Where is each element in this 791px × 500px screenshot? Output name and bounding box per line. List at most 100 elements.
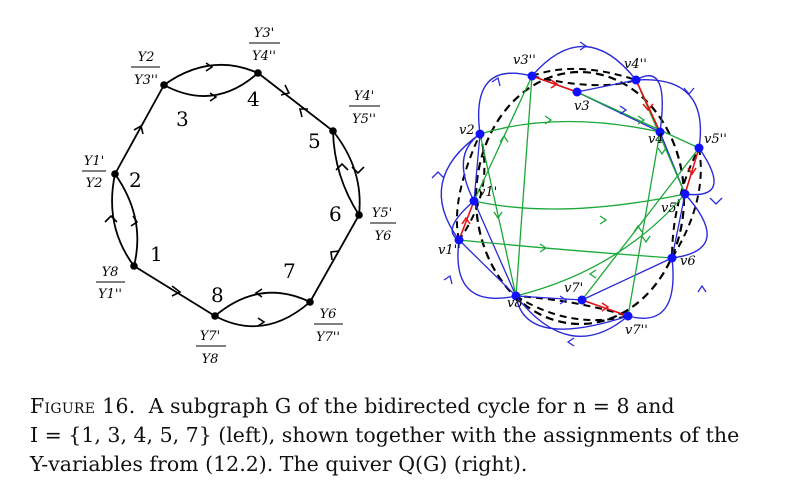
- edge-5-6-straight: [309, 214, 360, 303]
- left-graph: 1 2 3 4 5 6 7 8 Y8 Y1'' Y1' Y2 Y2: [82, 26, 396, 367]
- green-tick-6: [633, 224, 643, 233]
- vertex-4: [254, 69, 262, 77]
- quiver-label-v8: v8: [507, 296, 523, 311]
- green-tick-9: [599, 215, 608, 225]
- quiver-label-v1pp: v1'': [438, 243, 461, 258]
- dashed-loop-top: [531, 67, 640, 87]
- caption-text-1: A subgraph G of the bidirected cycle for…: [148, 394, 675, 418]
- green-tick-5: [657, 147, 667, 156]
- quiver-vertex-v3: [572, 87, 582, 97]
- fraction-v8: Y7' Y8: [196, 329, 226, 367]
- svg-text:Y6: Y6: [320, 307, 337, 322]
- vertex-number-5: 5: [308, 129, 321, 153]
- arrow-6-7: [330, 250, 340, 261]
- blue-arc-5: [671, 193, 708, 259]
- blue-arc-8: [457, 239, 517, 300]
- vertex-8: [211, 312, 219, 320]
- green-tick-7: [588, 269, 597, 279]
- blue-arc-6: [627, 257, 674, 319]
- blue-tick-6: [443, 274, 453, 285]
- blue-tick-8: [491, 76, 501, 87]
- arrow-7-8-a: [254, 288, 263, 298]
- caption-line-3: Y-variables from (12.2). The quiver Q(G)…: [30, 450, 770, 479]
- edge-7-8-a: [214, 291, 311, 317]
- quiver-label-v6: v6: [680, 254, 696, 269]
- red-seg-2: [635, 79, 661, 133]
- figure-caption: Figure 16. A subgraph G of the bidirecte…: [30, 392, 770, 479]
- arrow-3-4-b: [209, 92, 218, 102]
- vertex-number-2: 2: [129, 168, 142, 192]
- blue-line-10: [458, 239, 517, 297]
- blue-line-5: [671, 193, 686, 259]
- green-line-8: [458, 239, 673, 259]
- blue-tick-10: [619, 105, 628, 115]
- vertex-number-7: 7: [283, 259, 296, 283]
- red-tick-1: [550, 79, 559, 89]
- green-line-11: [473, 193, 686, 210]
- green-line-7: [515, 193, 686, 297]
- green-line-9: [627, 131, 661, 317]
- quiver-vertex-v2: [475, 129, 485, 139]
- quiver-vertex-v1pp: [454, 235, 464, 245]
- quiver-vertex-v5pp: [694, 143, 704, 153]
- blue-arc-3: [635, 79, 702, 149]
- arrow-1-2-a: [104, 214, 118, 223]
- green-line-6: [581, 147, 700, 301]
- blue-tick-3: [709, 197, 723, 205]
- arrow-5-6-a: [335, 162, 349, 171]
- quiver-vertex-v3pp: [527, 71, 537, 81]
- vertex-number-1: 1: [150, 242, 163, 266]
- quiver-label-v7p: v7': [564, 281, 583, 296]
- vertex-2: [111, 170, 119, 178]
- edge-5-6-a: [332, 130, 361, 216]
- blue-tick-5: [566, 337, 575, 347]
- svg-text:Y7'': Y7'': [316, 330, 340, 345]
- caption-text-2: I = {1, 3, 4, 5, 7} (left), shown togeth…: [30, 423, 740, 447]
- vertex-number-4: 4: [247, 87, 260, 111]
- quiver-label-v4: v4: [648, 132, 664, 147]
- quiver-vertex-v8: [511, 291, 521, 301]
- figure-label: Figure 16.: [30, 394, 136, 418]
- svg-text:Y6: Y6: [375, 229, 392, 244]
- red-tick-3: [687, 167, 697, 176]
- quiver-label-v4pp: v4'': [624, 57, 647, 72]
- caption-line-1: Figure 16. A subgraph G of the bidirecte…: [30, 392, 770, 421]
- svg-text:Y7': Y7': [200, 329, 220, 344]
- quiver-vertex-v7pp: [623, 311, 633, 321]
- arrow-5-6-b: [351, 166, 365, 175]
- blue-arc-11: [462, 133, 481, 202]
- svg-text:Y4'': Y4'': [252, 49, 276, 64]
- blue-arc-4: [684, 147, 715, 196]
- svg-text:Y2: Y2: [138, 50, 155, 65]
- green-tick-4: [637, 115, 646, 125]
- green-tick-10: [641, 235, 651, 244]
- vertex-5: [329, 127, 337, 135]
- svg-text:Y1'': Y1'': [98, 287, 122, 302]
- arrow-4-5-b: [298, 108, 308, 118]
- quiver-vertex-v5p: [680, 189, 690, 199]
- vertex-6: [355, 211, 363, 219]
- blue-tick-7: [431, 171, 445, 179]
- figure-16: 1 2 3 4 5 6 7 8 Y8 Y1'' Y1' Y2 Y2: [82, 26, 727, 367]
- arrow-8-1: [171, 285, 182, 297]
- red-tick-5: [461, 216, 471, 225]
- green-line-2: [479, 133, 517, 297]
- arrow-4-5-a: [280, 84, 291, 96]
- red-seg-3: [684, 147, 700, 195]
- green-tick-3: [499, 134, 509, 143]
- quiver-vertex-v6: [667, 253, 677, 263]
- caption-line-2: I = {1, 3, 4, 5, 7} (left), shown togeth…: [30, 421, 770, 450]
- arrow-1-2-b: [130, 215, 139, 227]
- green-line-10: [515, 75, 533, 297]
- svg-text:Y5'': Y5'': [352, 112, 376, 127]
- blue-tick-2: [683, 87, 695, 96]
- vertex-number-6: 6: [329, 202, 342, 226]
- quiver-label-v7pp: v7'': [625, 323, 648, 338]
- svg-text:Y8: Y8: [102, 265, 119, 280]
- fraction-v6: Y5' Y6: [370, 206, 396, 244]
- blue-line-9: [581, 257, 673, 301]
- right-quiver: v3'' v4'' v3 v2 v4 v5'' v1' v5' v1'' v6 …: [431, 41, 727, 347]
- edge-2-3: [114, 84, 165, 175]
- svg-text:Y8: Y8: [202, 352, 219, 367]
- quiver-label-v2: v2: [459, 123, 475, 138]
